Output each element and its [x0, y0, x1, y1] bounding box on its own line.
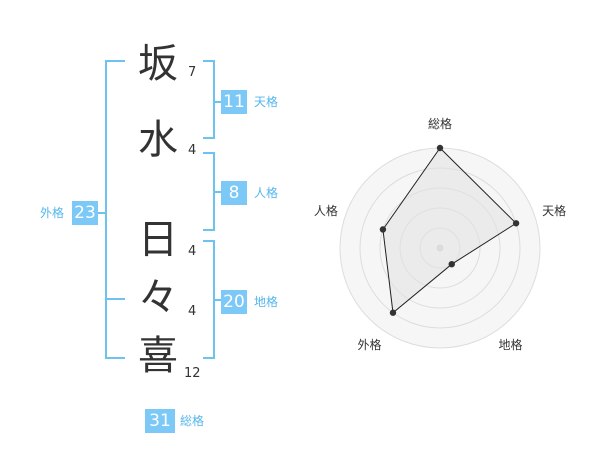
- chikaku-bracket-bottom: [203, 357, 215, 359]
- jinkaku-value: 8: [221, 181, 247, 205]
- tenkaku-value: 11: [221, 90, 247, 114]
- gaikaku-bracket-vertical: [105, 60, 107, 359]
- tenkaku-connector: [213, 101, 223, 103]
- radar-value-polygon: [382, 147, 517, 314]
- radar-axis-label-4: 外格: [357, 337, 381, 352]
- radar-point-3: [448, 260, 455, 268]
- gaikaku-value: 23: [72, 201, 98, 225]
- gaikaku-label: 外格: [40, 206, 65, 220]
- gaikaku-bracket-top: [105, 60, 125, 62]
- char-2: 水: [138, 117, 178, 163]
- char-1: 坂: [138, 41, 178, 87]
- radar-axis-label-1: 総格: [428, 116, 452, 131]
- radar-point-4: [389, 309, 397, 316]
- char-5: 喜: [138, 333, 178, 379]
- gaikaku-bracket-bottom: [105, 357, 125, 359]
- radar-point-1: [436, 144, 444, 152]
- chikaku-value: 20: [221, 290, 247, 314]
- chikaku-bracket-top: [203, 240, 215, 242]
- radar-axis-label-3: 地格: [499, 337, 523, 352]
- stroke-count-4: 4: [188, 304, 197, 319]
- tenkaku-bracket-top: [203, 60, 215, 62]
- stroke-count-5: 12: [184, 366, 201, 381]
- tenkaku-bracket-bottom: [203, 137, 215, 139]
- chikaku-label: 地格: [254, 295, 279, 309]
- gaikaku-bracket-mid: [105, 298, 125, 300]
- stroke-count-1: 7: [188, 65, 197, 80]
- jinkaku-bracket-bottom: [203, 229, 215, 231]
- char-3: 日: [138, 217, 178, 263]
- soukaku-value: 31: [145, 409, 175, 433]
- tenkaku-bracket-vertical: [213, 60, 215, 139]
- stroke-count-2: 4: [188, 143, 197, 158]
- radar-point-5: [379, 226, 387, 233]
- radar-point-2: [512, 220, 520, 227]
- jinkaku-label: 人格: [254, 186, 279, 200]
- radar-axis-label-2: 天格: [542, 203, 566, 218]
- jinkaku-connector: [213, 191, 223, 193]
- char-4: 々: [138, 275, 178, 321]
- jinkaku-bracket-top: [203, 152, 215, 154]
- chikaku-connector: [213, 299, 223, 301]
- stroke-count-3: 4: [188, 244, 197, 259]
- radar-axis-label-5: 人格: [314, 203, 338, 218]
- tenkaku-label: 天格: [254, 95, 279, 109]
- soukaku-label: 総格: [180, 414, 205, 428]
- gaikaku-connector: [96, 212, 106, 214]
